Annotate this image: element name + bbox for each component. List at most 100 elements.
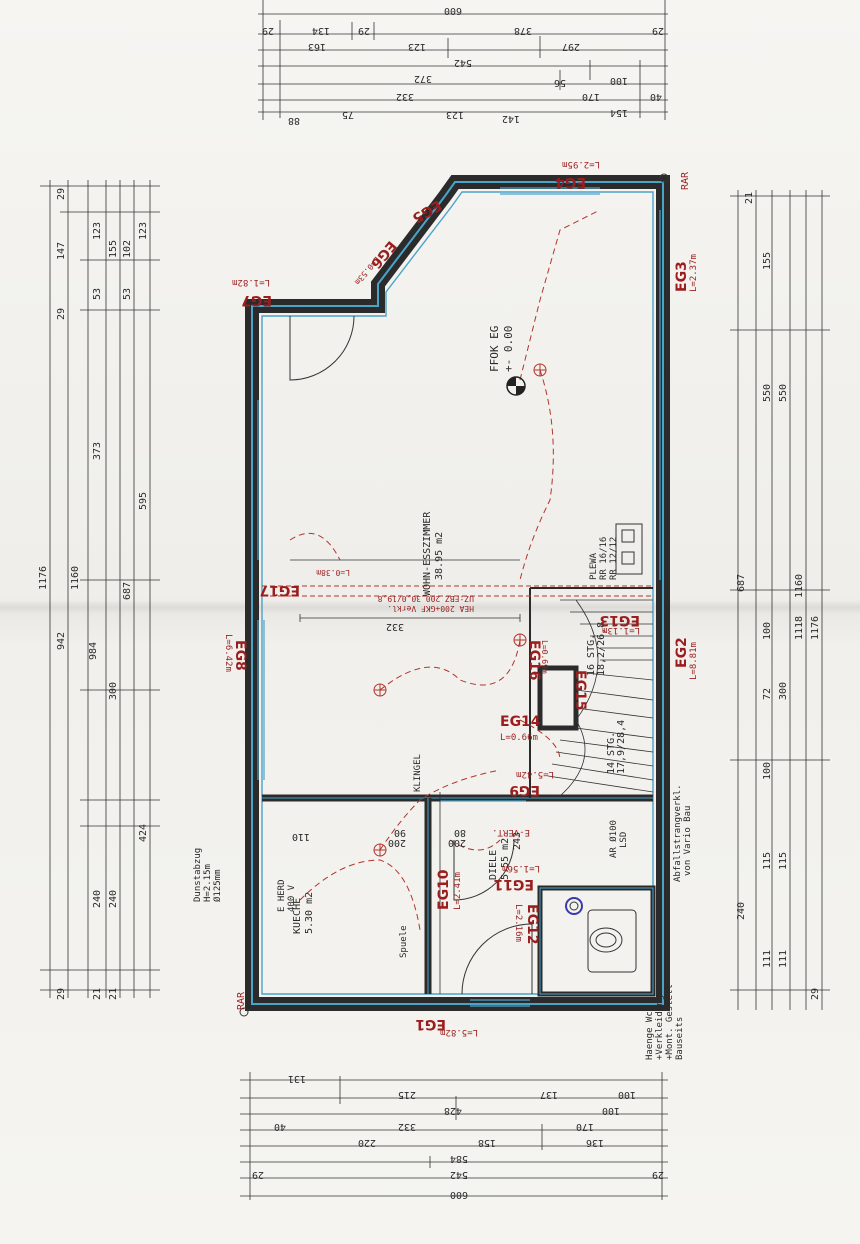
- dim-label: 600: [444, 5, 462, 16]
- dim-label: 29: [358, 25, 370, 36]
- dim-label: 215: [398, 1089, 416, 1100]
- window-len-eg2: L=8.81m: [689, 642, 699, 680]
- window-markers: [257, 187, 661, 1007]
- level-marker: [506, 376, 526, 396]
- room-area-wohn: 38.95 m2: [434, 532, 445, 580]
- dim-label: 40: [650, 91, 662, 102]
- left-dimension-labels: 1176 942 1160 984 300 29 147 29 53 123 1…: [38, 188, 149, 1000]
- right-dimension-labels: 21 155 550 550 687 100 1118 1176 1160 72…: [736, 192, 821, 1000]
- window-len-eg14: L=0.66m: [500, 733, 538, 743]
- left-dimension-block: [40, 180, 160, 998]
- dim-label: 142: [502, 113, 520, 124]
- dim-label: 88: [288, 115, 300, 126]
- dim-label: 100: [762, 762, 773, 780]
- paper-fold: [0, 600, 860, 614]
- chimney-fixture: [615, 523, 643, 575]
- dim-label: 984: [88, 642, 99, 660]
- dim-label: 90: [394, 827, 406, 838]
- inner-dimension: [290, 559, 521, 994]
- window-len-eg3: L=2.37m: [689, 254, 699, 292]
- dim-label: 29: [652, 1169, 664, 1180]
- dim-label: 111: [778, 950, 789, 968]
- dim-label: 80: [454, 827, 466, 838]
- note-hwc: +Mont. Gestell: [665, 984, 675, 1060]
- note-herd: E HERD: [277, 879, 287, 912]
- dim-label: 170: [576, 1121, 594, 1132]
- rar-label: RAR: [680, 171, 691, 190]
- window-len-eg7: L=1.82m: [232, 277, 270, 287]
- dim-label: 155: [108, 240, 119, 258]
- note-abfall: Abfallstrangverkl.: [673, 784, 683, 882]
- dim-label: 220: [358, 1137, 376, 1148]
- window-id-eg10: EG10: [436, 869, 452, 910]
- dim-label: 332: [396, 91, 414, 102]
- dim-label: 115: [762, 852, 773, 870]
- dim-label: 542: [450, 1169, 468, 1180]
- dim-label: 942: [56, 632, 67, 650]
- dim-label: 115: [778, 852, 789, 870]
- dim-label: 40: [274, 1121, 286, 1132]
- note-dunst: Dunstabzug: [193, 848, 203, 902]
- dim-label: 550: [762, 384, 773, 402]
- notes: Dunstabzug H=2.15m Ø125mm E HERD 400 V S…: [193, 171, 693, 1060]
- dim-label: 29: [56, 988, 67, 1000]
- window-id-eg8: EG8: [232, 640, 248, 671]
- bottom-dimension-block: [240, 1072, 668, 1200]
- top-dimension-labels: 600 29 134 29 378 29 163 123 297 542 372…: [262, 5, 664, 126]
- note-evert: E-VERT.: [492, 827, 530, 837]
- window-id-eg15: EG15: [572, 670, 588, 711]
- window-id-eg17: EG17: [259, 582, 300, 598]
- window-id-eg13: EG13: [599, 612, 640, 628]
- dim-label: 1160: [70, 566, 81, 590]
- dim-label: 154: [610, 107, 628, 118]
- room-name-diele: DIELE: [488, 850, 499, 880]
- dim-label: 300: [778, 682, 789, 700]
- note-dunst: Ø125mm: [212, 869, 223, 902]
- dim-label: 147: [56, 242, 67, 260]
- note-beam: UZ:FBZ 200 30,0/19,8: [377, 594, 474, 603]
- dim-label: 595: [138, 492, 149, 510]
- note-hwc: Haenge Wc: [645, 1011, 655, 1060]
- interior-walls: [262, 587, 656, 997]
- dim-label: 1118: [794, 616, 805, 640]
- dim-label: 424: [138, 824, 149, 842]
- window-len-eg16: L=0.69m: [540, 640, 549, 674]
- dim-label: 56: [554, 77, 566, 88]
- dim-label: 600: [450, 1189, 468, 1200]
- level-label: FFOK EG: [488, 326, 501, 372]
- dim-label: 123: [138, 222, 149, 240]
- note-dunst: H=2.15m: [203, 864, 213, 902]
- dim-label: 29: [56, 308, 67, 320]
- room-area-diele: 5.55 m2: [500, 838, 511, 880]
- doors: [289, 315, 533, 995]
- level-value: +- 0.00: [502, 326, 515, 372]
- top-dimension-block: [258, 0, 668, 120]
- dim-label: 110: [292, 831, 310, 842]
- dim-label: 158: [478, 1137, 496, 1148]
- window-id-eg3: EG3: [674, 261, 690, 292]
- dim-label: 123: [446, 109, 464, 120]
- window-id-eg12: EG12: [524, 904, 540, 945]
- room-labels: WOHN-ESSZIMMER 38.95 m2 KUECHE 5.30 m2 D…: [292, 511, 627, 934]
- dim-label: 687: [122, 582, 133, 600]
- window-id-eg11: EG11: [493, 876, 534, 892]
- dim-label: 332: [386, 621, 404, 632]
- window-len-eg8: L=6.42m: [223, 634, 233, 672]
- note-hwc: Bauseits: [675, 1017, 685, 1060]
- dim-label: 21: [92, 988, 103, 1000]
- window-len-eg4: L=2.95m: [562, 159, 600, 169]
- dim-label: 111: [762, 950, 773, 968]
- dim-label: 542: [454, 57, 472, 68]
- room-name-wohn: WOHN-ESSZIMMER: [422, 511, 433, 596]
- dim-label: 100: [610, 75, 628, 86]
- stair-lower: 14 STG.: [606, 732, 617, 774]
- exterior-walls: [245, 175, 670, 1011]
- dim-label: 137: [540, 1089, 558, 1100]
- dim-label: 123: [408, 41, 426, 52]
- window-len-eg9: L=5.42m: [516, 769, 554, 779]
- note-klingel: KLINGEL: [413, 754, 423, 792]
- note-hwc: +Verkleidung: [655, 995, 665, 1060]
- dim-label: 136: [586, 1137, 604, 1148]
- dim-label: 29: [262, 25, 274, 36]
- window-id-eg5: EG5: [409, 197, 444, 226]
